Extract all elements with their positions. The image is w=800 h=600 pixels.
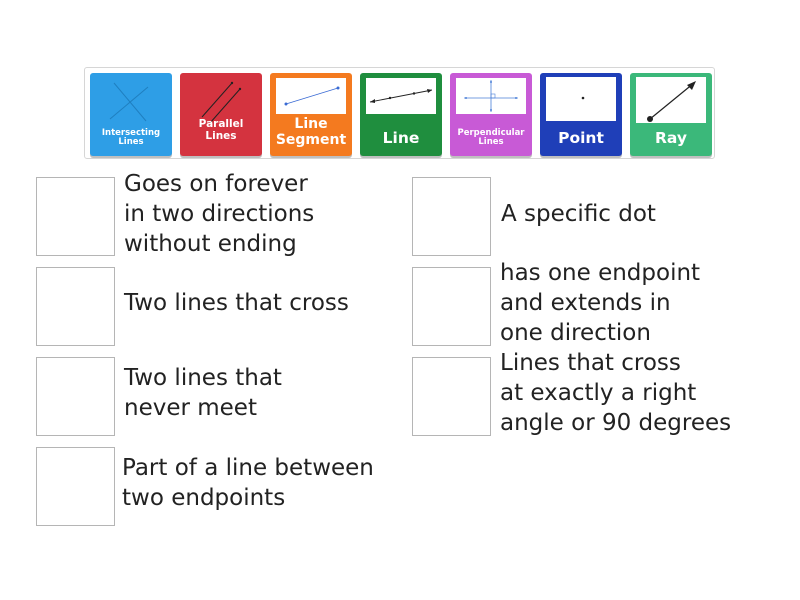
intersecting-lines-icon	[109, 82, 149, 122]
tile-label: Parallel Lines	[198, 118, 244, 142]
tile-picture	[546, 77, 616, 121]
drop-slot-1[interactable]	[36, 177, 115, 256]
tile-line-segment[interactable]: Line Segment	[270, 73, 352, 156]
drop-slot-4[interactable]	[36, 447, 115, 526]
tile-line[interactable]: Line	[360, 73, 442, 156]
line-segment-icon	[284, 86, 340, 106]
tile-label: Ray	[654, 129, 688, 147]
parallel-lines-icon	[201, 81, 242, 124]
drop-slot-3[interactable]	[36, 357, 115, 436]
clue-text: Goes on forever in two directions withou…	[124, 171, 315, 257]
point-icon	[581, 96, 585, 100]
tile-label: Line Segment	[275, 116, 347, 148]
tile-perpendicular-lines[interactable]: Perpendicular Lines	[450, 73, 532, 156]
tile-label: Intersecting Lines	[101, 128, 161, 147]
clue-text: has one endpoint and extends in one dire…	[500, 260, 701, 346]
tile-picture	[456, 78, 526, 114]
line-icon	[369, 89, 433, 103]
drop-slot-6[interactable]	[412, 267, 491, 346]
answer-tray: Intersecting Lines Parallel Lines Line S…	[84, 67, 715, 159]
clue-text: Two lines that never meet	[124, 365, 282, 421]
tile-ray[interactable]: Ray	[630, 73, 712, 156]
tile-picture	[636, 77, 706, 123]
clue-text: Two lines that cross	[124, 290, 349, 316]
tile-picture	[366, 78, 436, 114]
tile-label: Perpendicular Lines	[457, 128, 525, 147]
clue-text: Part of a line between two endpoints	[122, 455, 374, 511]
tile-parallel-lines[interactable]: Parallel Lines	[180, 73, 262, 156]
drop-slot-2[interactable]	[36, 267, 115, 346]
drop-slot-5[interactable]	[412, 177, 491, 256]
clue-text: A specific dot	[501, 201, 656, 227]
perpendicular-lines-icon	[464, 80, 518, 112]
ray-icon	[647, 81, 696, 122]
tile-picture	[276, 78, 346, 114]
clue-text: Lines that cross at exactly a right angl…	[500, 350, 732, 436]
tile-label: Point	[558, 129, 604, 147]
tile-label: Line	[382, 129, 420, 147]
drop-slot-7[interactable]	[412, 357, 491, 436]
tile-intersecting-lines[interactable]: Intersecting Lines	[90, 73, 172, 156]
tile-point[interactable]: Point	[540, 73, 622, 156]
